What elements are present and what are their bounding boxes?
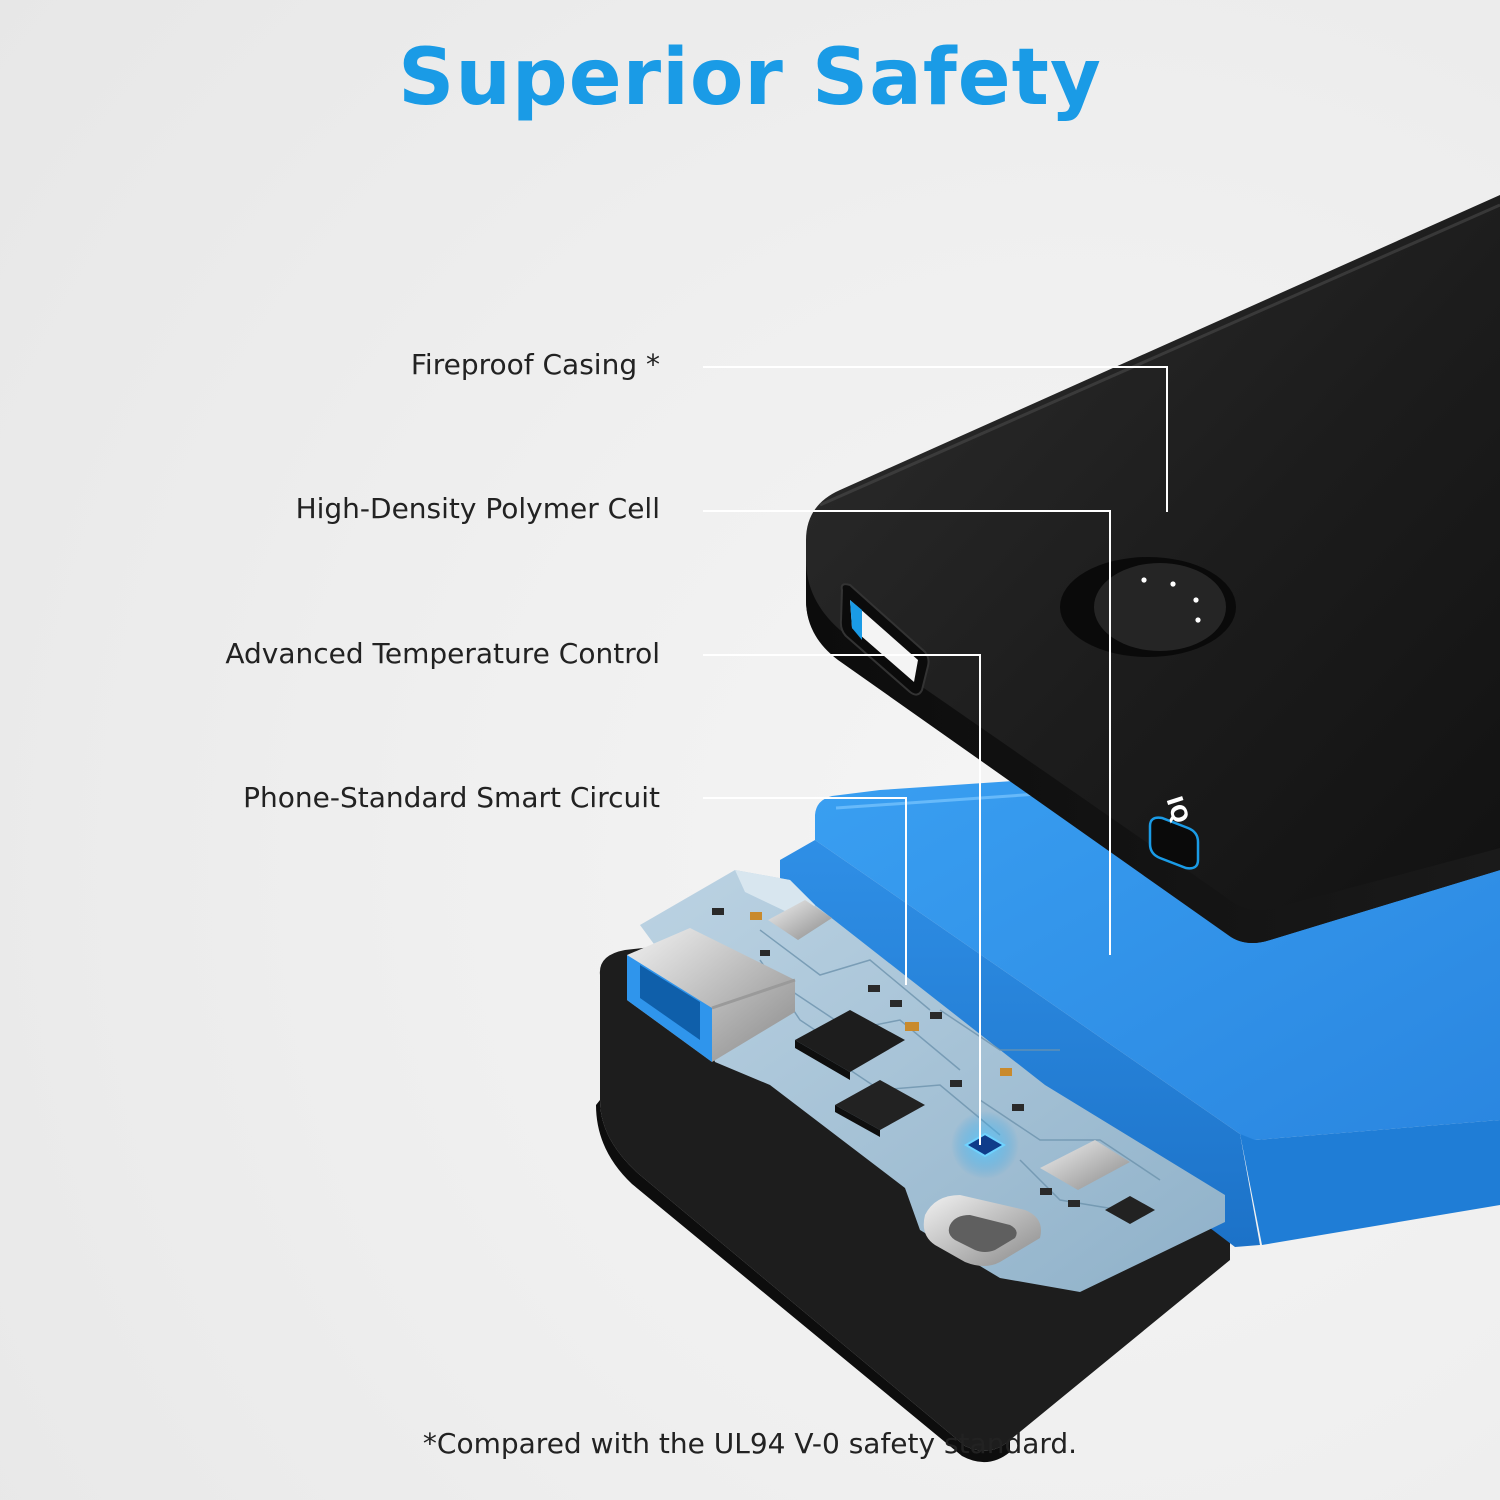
callout-line-fireproof-casing (703, 366, 1168, 512)
label-fireproof-casing: Fireproof Casing * (410, 348, 660, 381)
usb-c-port-casing (1148, 816, 1200, 870)
power-button (1094, 563, 1226, 651)
callout-lines (703, 366, 1168, 1145)
callout-line-polymer-cell (703, 510, 1111, 955)
battery-indicator-leds (1141, 577, 1201, 623)
usb-c-port-board (923, 1195, 1041, 1266)
usb-a-port (627, 928, 796, 1062)
callout-line-temperature-control (703, 654, 981, 1145)
label-smart-circuit: Phone-Standard Smart Circuit (243, 781, 660, 814)
footnote: *Compared with the UL94 V-0 safety stand… (422, 1427, 1078, 1460)
label-temperature-control: Advanced Temperature Control (225, 637, 660, 670)
label-polymer-cell: High-Density Polymer Cell (295, 492, 660, 525)
callout-line-smart-circuit (703, 797, 907, 985)
circuit-board (640, 870, 1225, 1292)
page-title: Superior Safety (398, 33, 1102, 123)
